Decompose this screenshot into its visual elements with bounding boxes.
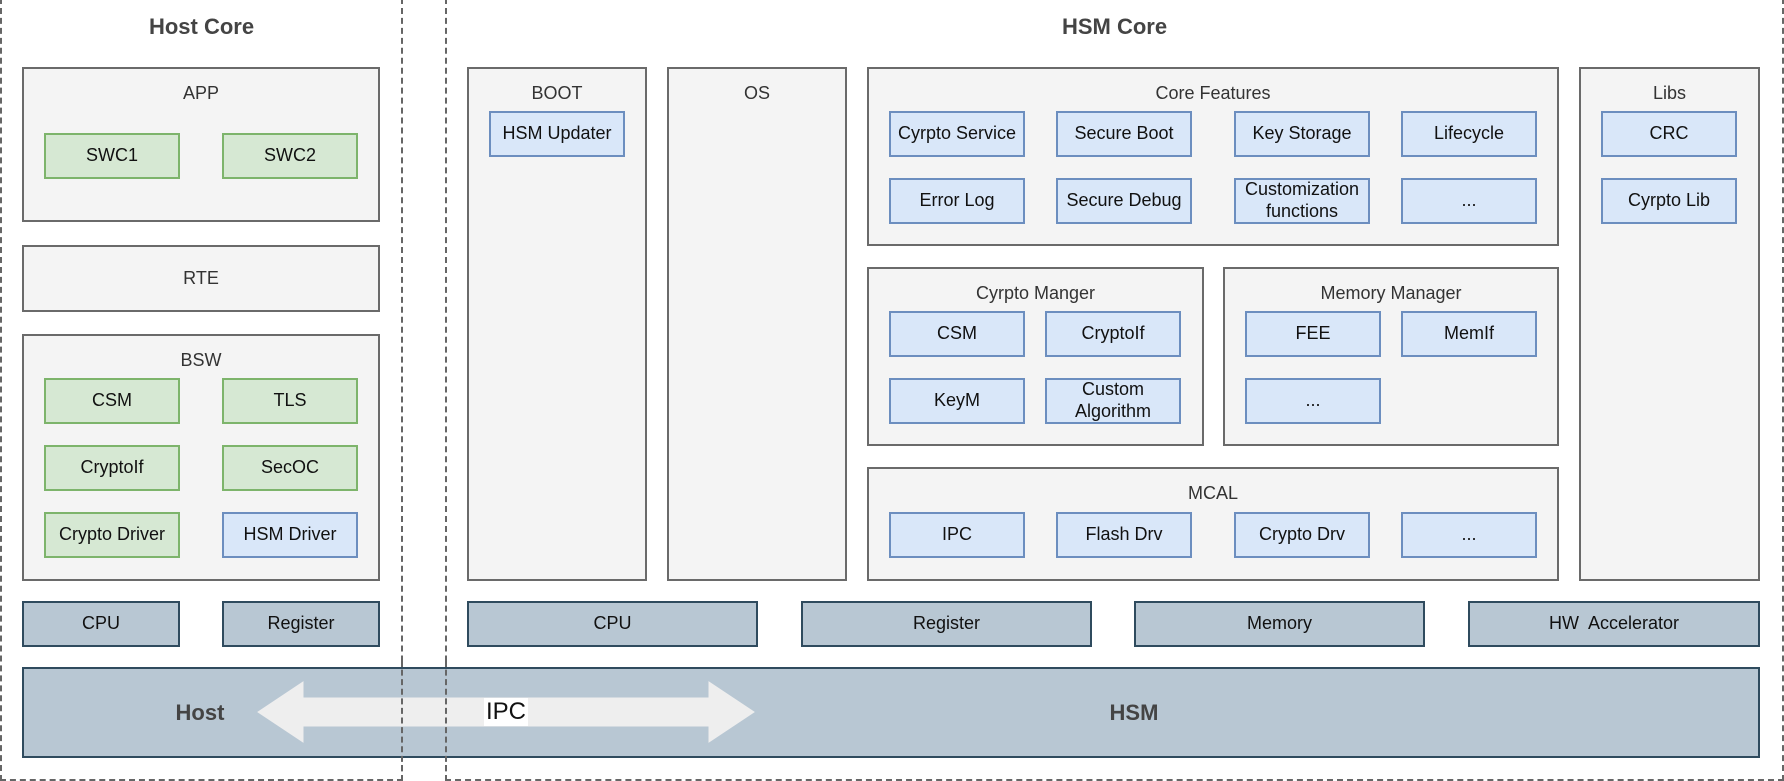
app-layer-title: APP [182, 83, 220, 103]
mcal-more-box: ... [1401, 512, 1537, 558]
cyrpto-service-box: Cyrpto Service [889, 111, 1025, 157]
host-hsm-bar [22, 667, 1760, 758]
host-core-border-overlay [401, 660, 403, 781]
bsw-cryptoif-box: CryptoIf [44, 445, 180, 491]
core-features-more-box: ... [1401, 178, 1537, 224]
secure-debug-box: Secure Debug [1056, 178, 1192, 224]
host-core-title: Host Core [148, 14, 255, 39]
hsm-register-box: Register [801, 601, 1092, 647]
customization-functions-box: Customization functions [1234, 178, 1370, 224]
mcal-ipc-box: IPC [889, 512, 1025, 558]
host-label: Host [175, 700, 225, 725]
bsw-secoc-box: SecOC [222, 445, 358, 491]
mm-more-box: ... [1245, 378, 1381, 424]
rte-layer: RTE [22, 245, 380, 312]
host-core-region: Host Core [0, 0, 403, 781]
os-layer-title: OS [743, 83, 770, 103]
cm-custom-algorithm-box: Custom Algorithm [1045, 378, 1181, 424]
secure-boot-box: Secure Boot [1056, 111, 1192, 157]
lifecycle-box: Lifecycle [1401, 111, 1537, 157]
hsm-core-title: HSM Core [1061, 14, 1168, 39]
error-log-box: Error Log [889, 178, 1025, 224]
memory-manager-title: Memory Manager [1320, 283, 1462, 303]
cm-cryptoif-box: CryptoIf [1045, 311, 1181, 357]
crypto-manager-title: Cyrpto Manger [975, 283, 1096, 303]
swc2-box: SWC2 [222, 133, 358, 179]
bsw-crypto-driver-box: Crypto Driver [44, 512, 180, 558]
host-register-box: Register [222, 601, 380, 647]
cm-csm-box: CSM [889, 311, 1025, 357]
hsm-memory-box: Memory [1134, 601, 1425, 647]
hsm-hw-accelerator-box: HW Accelerator [1468, 601, 1760, 647]
libs-title: Libs [1652, 83, 1687, 103]
mcal-flash-drv-box: Flash Drv [1056, 512, 1192, 558]
host-cpu-box: CPU [22, 601, 180, 647]
ipc-label: IPC [484, 698, 529, 726]
cm-keym-box: KeyM [889, 378, 1025, 424]
hsm-updater-box: HSM Updater [489, 111, 625, 157]
mm-memif-box: MemIf [1401, 311, 1537, 357]
hsm-cpu-box: CPU [467, 601, 758, 647]
bsw-csm-box: CSM [44, 378, 180, 424]
hsm-core-region: HSM Core [445, 0, 1784, 781]
boot-layer-title: BOOT [531, 83, 583, 103]
bsw-hsm-driver-box: HSM Driver [222, 512, 358, 558]
mm-fee-box: FEE [1245, 311, 1381, 357]
mcal-crypto-drv-box: Crypto Drv [1234, 512, 1370, 558]
mcal-title: MCAL [1187, 483, 1238, 503]
libs-cyrpto-lib-box: Cyrpto Lib [1601, 178, 1737, 224]
os-layer: OS [667, 67, 847, 581]
bsw-layer-title: BSW [180, 350, 222, 370]
libs-crc-box: CRC [1601, 111, 1737, 157]
key-storage-box: Key Storage [1234, 111, 1370, 157]
core-features-title: Core Features [1155, 83, 1271, 103]
bsw-tls-box: TLS [222, 378, 358, 424]
swc1-box: SWC1 [44, 133, 180, 179]
hsm-core-border-overlay [445, 660, 447, 781]
hsm-label: HSM [1109, 700, 1159, 725]
rte-layer-title: RTE [183, 267, 219, 288]
